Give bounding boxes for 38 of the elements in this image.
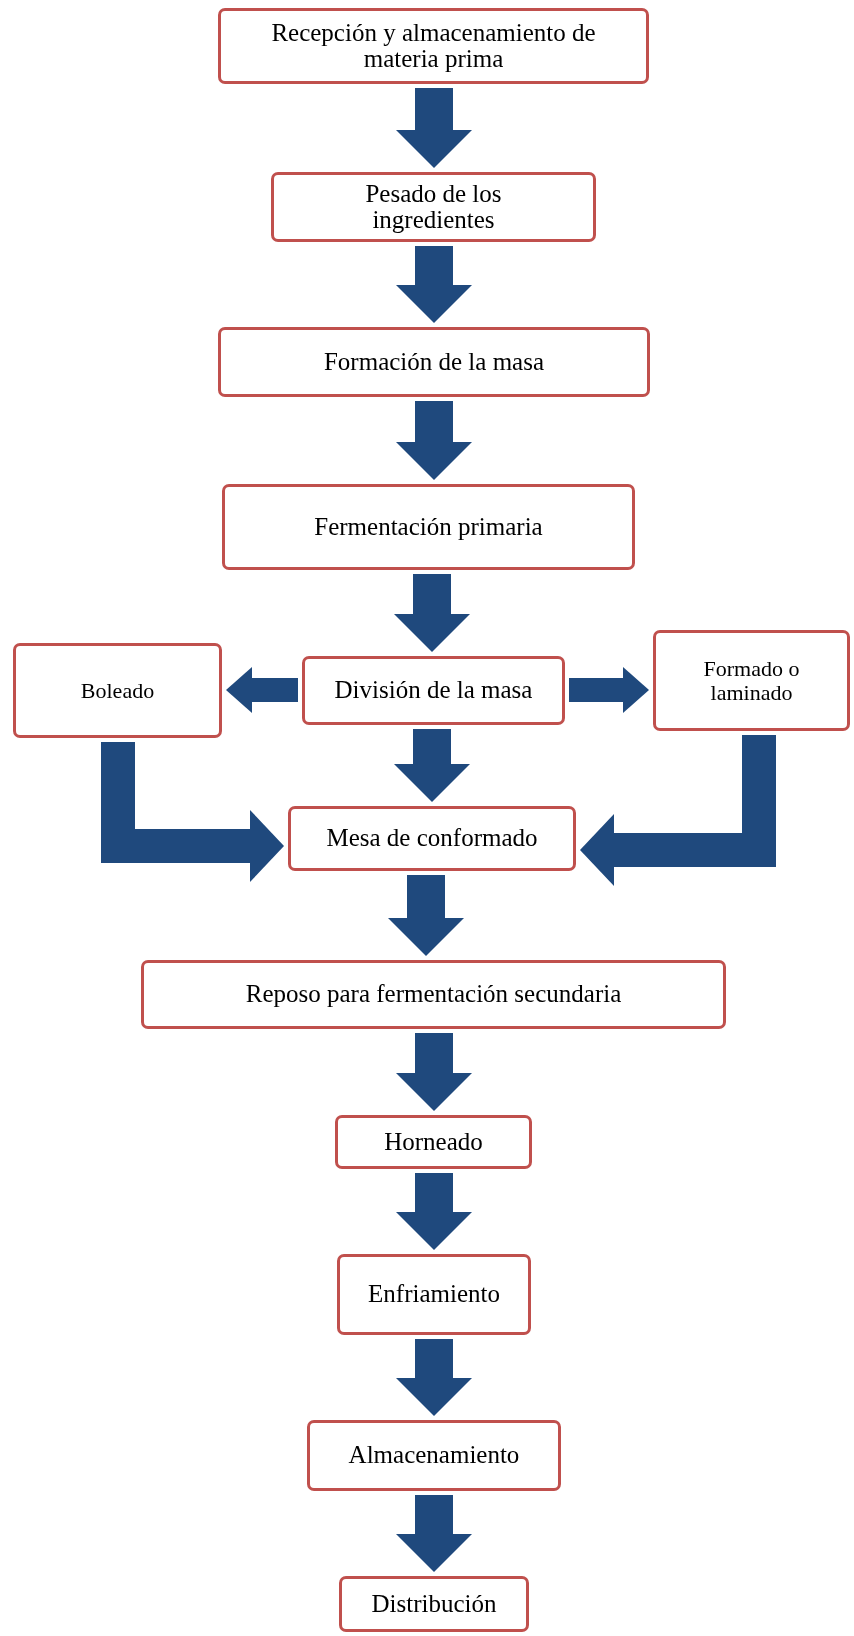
step-label: Formado o laminado: [702, 657, 801, 704]
step-label: Horneado: [384, 1128, 483, 1156]
block-arrow: [396, 1339, 472, 1416]
block-arrow: [394, 574, 470, 652]
step-label: Almacenamiento: [348, 1442, 520, 1469]
step-label: Enfriamiento: [368, 1281, 500, 1308]
process-box: [307, 1420, 561, 1491]
block-arrow: [396, 246, 472, 323]
step-label: Mesa de conformado: [326, 825, 538, 852]
process-box: [288, 806, 576, 871]
block-arrow: [396, 1173, 472, 1250]
process-box: [337, 1254, 531, 1335]
block-arrow: [394, 729, 470, 802]
process-box: [653, 630, 850, 731]
block-arrow: [388, 875, 464, 956]
process-box: [271, 172, 596, 242]
block-arrow: [226, 667, 298, 713]
process-box: [302, 656, 565, 725]
process-box: [339, 1576, 529, 1632]
step-label: Boleado: [80, 678, 155, 703]
block-arrow: [569, 667, 649, 713]
process-box: [335, 1115, 532, 1169]
process-box: [141, 960, 726, 1029]
block-arrow: [396, 1033, 472, 1111]
process-box: [218, 8, 649, 84]
step-label: Pesado de los ingredientes: [364, 180, 503, 234]
block-arrow: [396, 1495, 472, 1572]
step-label: Distribución: [371, 1590, 497, 1618]
step-label: Recepción y almacenamiento de materia prima: [270, 19, 597, 73]
block-arrow: [396, 88, 472, 168]
process-box: [218, 327, 650, 397]
process-box: [13, 643, 222, 738]
step-label: Formación de la masa: [323, 348, 545, 376]
process-box: [222, 484, 635, 570]
step-label: Fermentación primaria: [314, 513, 543, 541]
step-label: División de la masa: [334, 677, 533, 704]
block-arrow: [396, 401, 472, 480]
step-label: Reposo para fermentación secundaria: [245, 981, 622, 1008]
